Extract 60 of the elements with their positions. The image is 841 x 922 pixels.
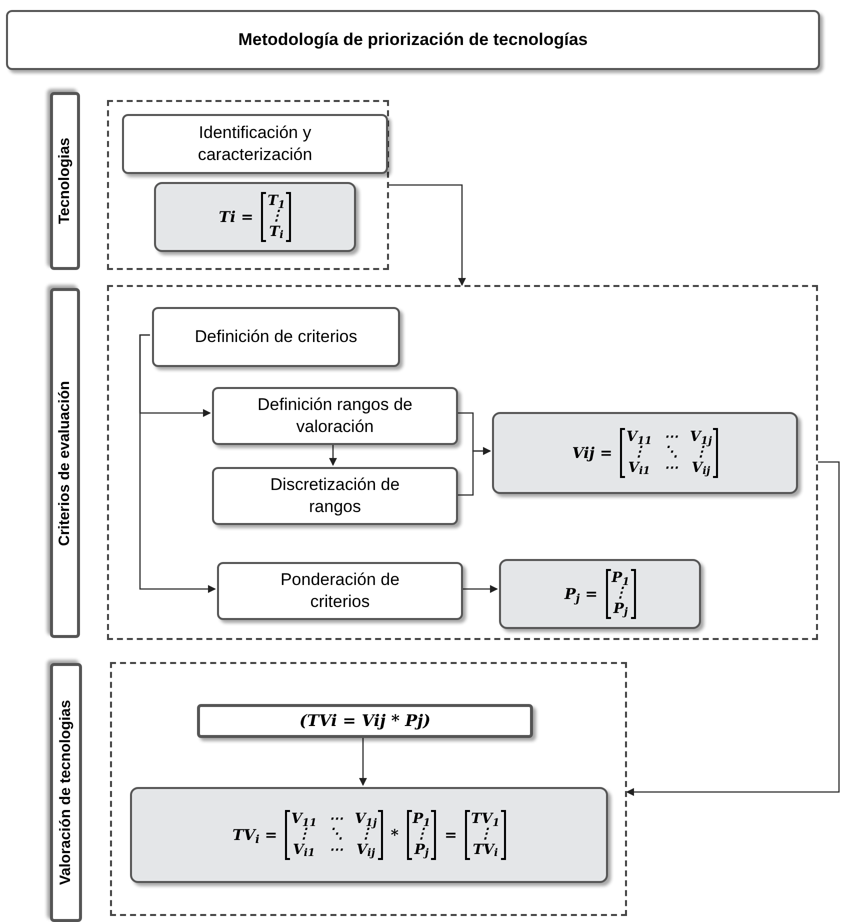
arrow — [456, 447, 491, 496]
matrix-entry: TV$_{i}$ — [472, 842, 498, 858]
matrix-entry: P$_{1}$ — [412, 812, 430, 828]
process-box: Definición de criterios — [152, 307, 400, 367]
math-expression: Vij = — [572, 442, 612, 464]
matrix-entry: TV$_{1}$ — [471, 812, 500, 828]
arrow — [626, 461, 840, 796]
section-label: Tecnologias — [50, 92, 80, 270]
math-expression: TV$_{i}$ = — [232, 824, 278, 846]
matrix-entry: ⋯ — [664, 460, 678, 476]
matrix-entry: ⋮ — [297, 827, 312, 843]
section-label: Criterios de evaluación — [50, 288, 80, 638]
matrix-entry: ⋮ — [414, 827, 429, 843]
math-expression: * — [390, 824, 399, 846]
process-box: Discretización de rangos — [212, 467, 458, 525]
dashed-group — [110, 662, 627, 916]
process-box: Identificación y caracterización — [122, 114, 388, 174]
matrix-entry: P$_{1}$ — [612, 570, 630, 586]
arrow — [461, 585, 498, 593]
math-expression: P$_{j}$ = — [564, 584, 598, 606]
matrix-entry: ⋱ — [664, 445, 678, 461]
matrix-box — [492, 412, 798, 494]
arrow — [389, 184, 466, 286]
matrix-entry: ⋯ — [664, 430, 678, 446]
matrix-entry: P$_{j}$ — [613, 602, 628, 618]
matrix-entry: ⋮ — [694, 445, 708, 461]
matrix-entry: V$_{i1}$ — [628, 460, 650, 476]
matrix-entry: V$_{11}$ — [291, 812, 317, 828]
matrix-entry: ⋯ — [328, 812, 343, 828]
matrix-entry: V$_{1j}$ — [354, 812, 377, 828]
matrix-entry: V$_{i1}$ — [292, 842, 316, 858]
matrix-entry: V$_{1j}$ — [690, 430, 712, 446]
matrix-box — [130, 787, 608, 883]
process-box: Definición rangos de valoración — [212, 387, 458, 445]
matrix-entry: T$_{i}$ — [269, 224, 284, 240]
matrix-entry: T$_{1}$ — [267, 194, 286, 210]
section-label: Valoración de tecnologias — [50, 663, 82, 922]
matrix-entry: ⋮ — [358, 827, 373, 843]
formula-box: (TVi = Vij * Pj) — [197, 704, 533, 738]
matrix-entry: ⋮ — [269, 209, 284, 225]
math-expression: = — [444, 824, 458, 846]
matrix-entry: ⋮ — [632, 445, 646, 461]
matrix-entry: ⋱ — [328, 827, 343, 843]
matrix-box — [499, 559, 701, 629]
arrow — [359, 736, 367, 786]
matrix-entry: V$_{11}$ — [626, 430, 652, 446]
dashed-group — [107, 100, 389, 270]
dashed-group — [107, 285, 818, 640]
arrow — [329, 443, 337, 466]
matrix-entry: V$_{ij}$ — [356, 842, 376, 858]
matrix-box — [154, 182, 356, 252]
matrix-entry: ⋮ — [614, 586, 628, 602]
matrix-entry: P$_{j}$ — [414, 842, 429, 858]
process-box: Ponderación de criterios — [217, 562, 463, 620]
title-box: Metodología de priorización de tecnologías — [6, 10, 820, 70]
matrix-entry: ⋯ — [328, 842, 343, 858]
arrow — [139, 334, 216, 593]
matrix-entry: V$_{ij}$ — [692, 460, 710, 476]
matrix-entry: ⋮ — [478, 827, 492, 843]
math-expression: Ti = — [218, 206, 254, 228]
